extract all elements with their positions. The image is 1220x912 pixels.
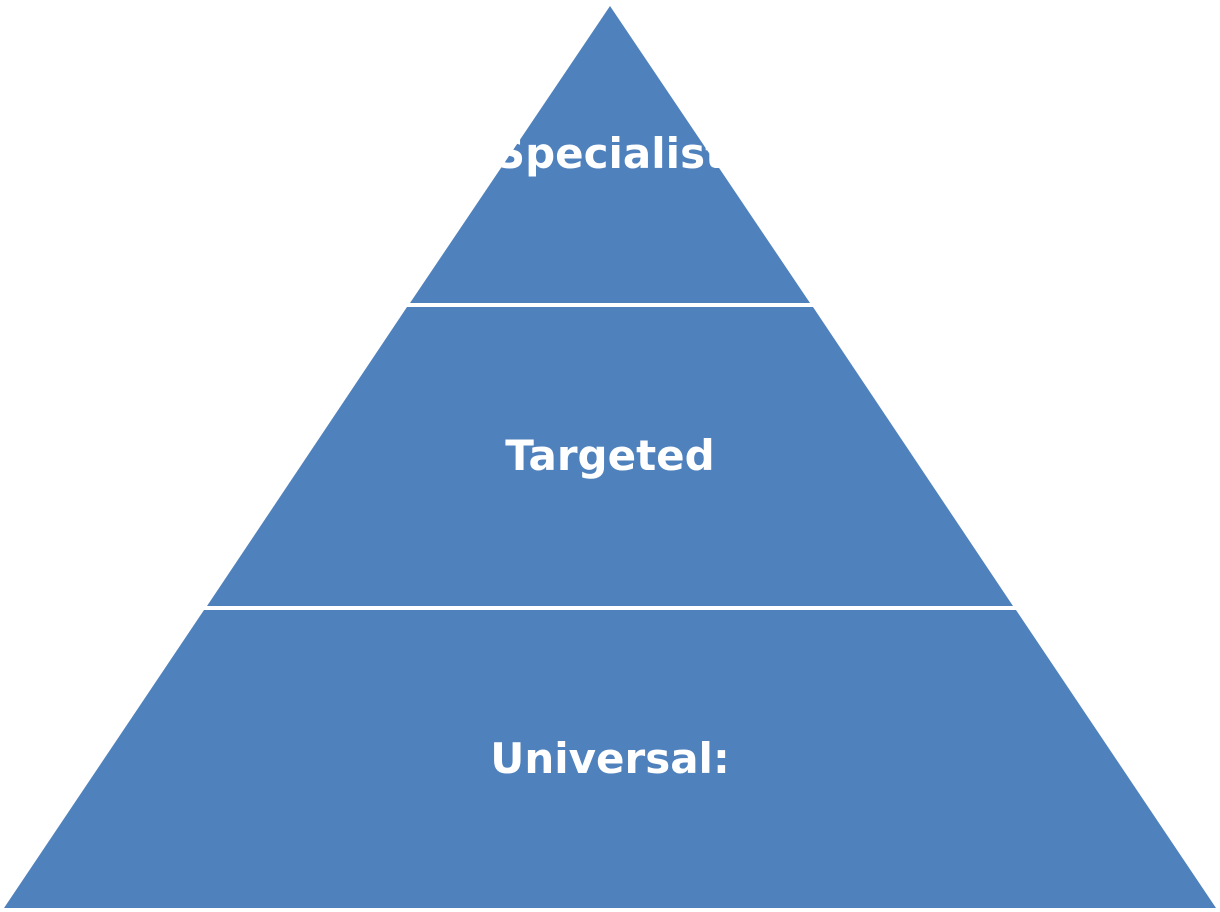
tier-targeted-shape [207,307,1013,606]
tier-universal-shape [4,610,1216,908]
tier-universal-label: Universal: [490,734,730,783]
tier-specialist-label: Specialist [495,129,725,178]
tier-targeted-label: Targeted [505,431,714,480]
tier-specialist-shape [410,6,810,303]
